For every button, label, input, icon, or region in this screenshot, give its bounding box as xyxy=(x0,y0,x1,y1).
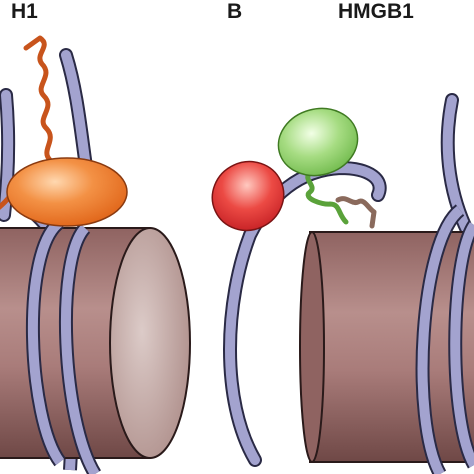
label-hmgb1: HMGB1 xyxy=(338,0,414,23)
label-h1: H1 xyxy=(11,0,38,23)
h1-globular-domain xyxy=(6,157,128,227)
label-b: B xyxy=(227,0,242,23)
nucleosome-right xyxy=(299,231,474,463)
hmgb1-box-b xyxy=(277,107,359,177)
hmgb1-acidic-tail xyxy=(335,196,377,229)
hmgb1-nucleosome-panel xyxy=(211,93,474,474)
h1-tail xyxy=(23,35,53,163)
hmgb1-linker xyxy=(305,169,349,225)
hmgb1-box-a xyxy=(211,160,285,232)
h1-nucleosome-panel xyxy=(0,35,191,474)
